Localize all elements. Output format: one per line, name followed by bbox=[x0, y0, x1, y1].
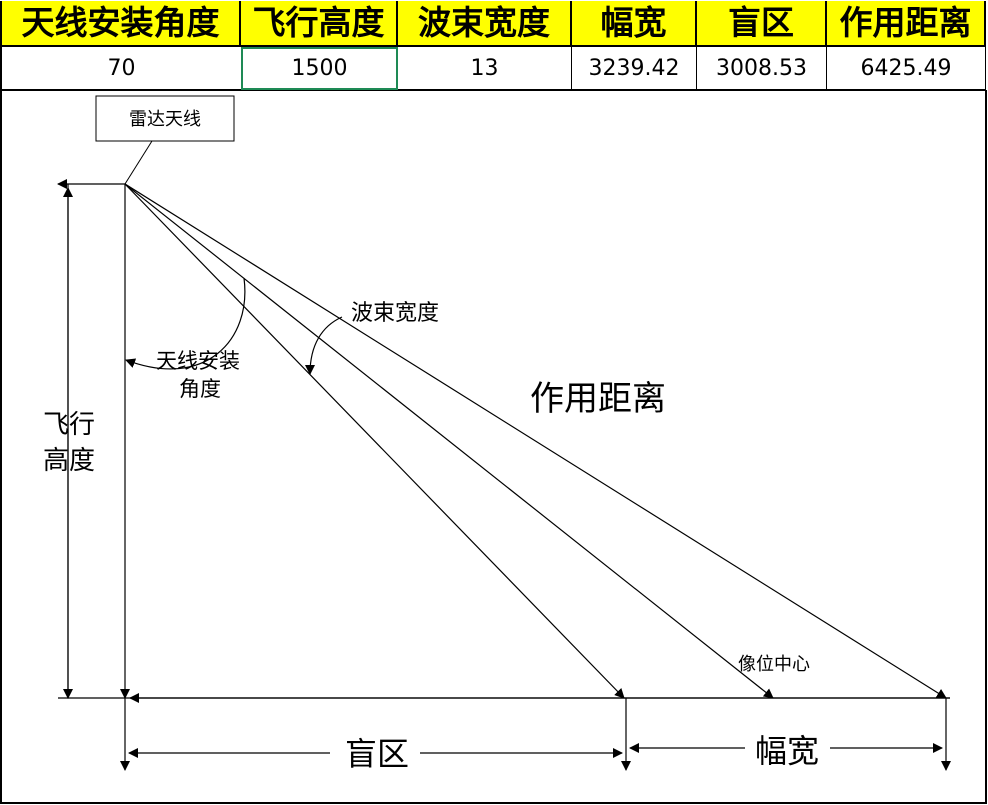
radar-antenna-box bbox=[95, 95, 235, 142]
antenna-pointer-line bbox=[124, 140, 153, 185]
range-label: 作用距离 bbox=[530, 379, 666, 419]
antenna-angle-arc bbox=[125, 277, 246, 370]
image-center-label: 像位中心 bbox=[738, 654, 810, 675]
header-cell-blind-zone[interactable]: 盲区 bbox=[697, 1, 827, 47]
beam-width-arc bbox=[305, 316, 343, 375]
header-cell-beam-width[interactable]: 波束宽度 bbox=[398, 1, 572, 47]
antenna-angle-label-line1: 天线安装 bbox=[156, 349, 240, 373]
header-cell-range[interactable]: 作用距离 bbox=[827, 1, 986, 47]
radar-geometry-diagram: 雷达天线 天线安装 角度 波束宽度 作用距离 飞行 高度 像位中心 盲区 幅宽 bbox=[0, 90, 987, 804]
antenna-angle-label-line2: 角度 bbox=[179, 377, 221, 401]
beam-far-edge-ray bbox=[124, 183, 947, 699]
value-cell-swath[interactable]: 3239.42 bbox=[572, 47, 697, 90]
beam-center-ray bbox=[124, 183, 774, 699]
blind-zone-label: 盲区 bbox=[345, 735, 409, 773]
header-cell-swath[interactable]: 幅宽 bbox=[572, 1, 697, 47]
value-cell-beam-width[interactable]: 13 bbox=[398, 47, 572, 90]
value-cell-range[interactable]: 6425.49 bbox=[827, 47, 986, 90]
header-cell-flight-height[interactable]: 飞行高度 bbox=[241, 1, 398, 47]
flight-height-label-line2: 高度 bbox=[43, 446, 95, 476]
value-cell-antenna-angle[interactable]: 70 bbox=[0, 47, 242, 90]
beam-width-label: 波束宽度 bbox=[351, 301, 439, 326]
diagram-frame bbox=[0, 90, 987, 804]
radar-antenna-label: 雷达天线 bbox=[129, 109, 201, 130]
flight-height-label-line1: 飞行 bbox=[43, 410, 95, 440]
swath-label: 幅宽 bbox=[755, 732, 819, 770]
value-cell-blind-zone[interactable]: 3008.53 bbox=[697, 47, 827, 90]
beam-near-edge-ray bbox=[124, 183, 625, 699]
value-cell-flight-height[interactable]: 1500 bbox=[241, 47, 398, 90]
header-cell-antenna-angle[interactable]: 天线安装角度 bbox=[0, 1, 241, 47]
